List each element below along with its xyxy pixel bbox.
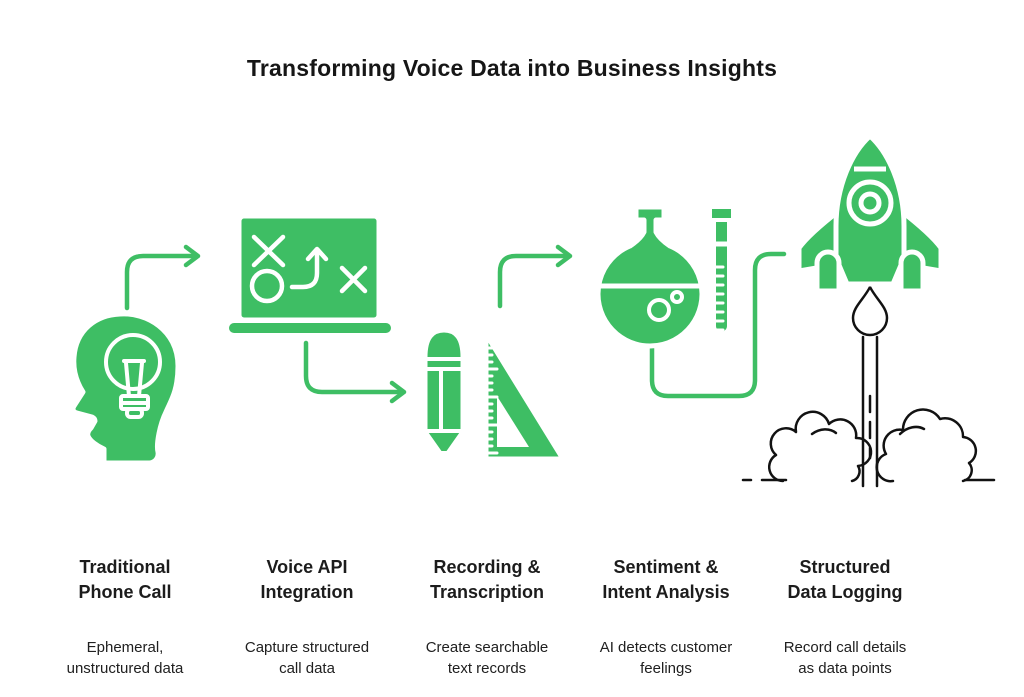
flask-testtube-icon	[595, 204, 735, 349]
stage-title-5: Structured Data Logging	[787, 557, 903, 602]
stage-label-4: Sentiment & Intent Analysis AI detects c…	[571, 537, 761, 697]
x-mark-large	[251, 234, 286, 268]
flow-arrow-2	[303, 340, 407, 404]
bubble-small	[670, 290, 684, 304]
stage-title-4: Sentiment & Intent Analysis	[602, 557, 730, 602]
circle-mark	[249, 268, 285, 304]
stage-label-5: Structured Data Logging Record call deta…	[750, 537, 940, 697]
laptop-screen	[236, 213, 382, 323]
cloud-right	[875, 408, 978, 483]
rocket-leg-right	[898, 249, 926, 294]
flask	[595, 204, 705, 349]
laptop-strategy-icon	[225, 213, 395, 337]
rocket-launch-icon	[741, 133, 996, 488]
stage-description-5: Record call details as data points	[783, 639, 907, 677]
stage-description-1: Ephemeral, unstructured data	[66, 639, 184, 677]
pencil-setsquare-icon	[422, 327, 566, 462]
porthole-outer	[846, 179, 894, 227]
pencil-lines	[423, 357, 465, 433]
flame-outline	[851, 285, 889, 337]
lightbulb-icon	[104, 333, 162, 419]
stage-label-2: Voice API Integration Capture structured…	[212, 537, 402, 697]
stage-label-1: Traditional Phone Call Ephemeral, unstru…	[30, 537, 220, 697]
porthole-inner	[858, 191, 882, 215]
stage-description-2: Capture structured call data	[244, 639, 370, 677]
stage-title-1: Traditional Phone Call	[78, 557, 172, 602]
cloud-left	[767, 410, 873, 483]
cloud-left-detail	[810, 428, 838, 436]
speed-dashes	[824, 295, 914, 325]
flow-connector-4	[649, 251, 787, 399]
strategy-doodles	[249, 234, 368, 304]
testtube-ticks	[714, 265, 725, 332]
pencil-tip	[439, 451, 449, 459]
rocket-exhaust	[741, 285, 996, 488]
pencil	[422, 327, 466, 462]
stage-title-2: Voice API Integration	[260, 557, 354, 602]
page-title: Transforming Voice Data into Business In…	[246, 55, 778, 81]
bubble-large	[647, 298, 671, 322]
head-lightbulb-icon	[70, 311, 181, 466]
flow-arrow-3	[497, 244, 573, 309]
curved-arrow-up	[289, 246, 329, 290]
ruler-ticks	[484, 339, 499, 455]
flow-arrow-1	[124, 244, 201, 311]
stage-label-3: Recording & Transcription Create searcha…	[392, 537, 582, 697]
laptop-base	[225, 319, 395, 337]
x-mark-small	[339, 265, 368, 294]
cloud-right-detail	[898, 425, 926, 436]
stage-title-3: Recording & Transcription	[429, 557, 545, 602]
stage-description-3: Create searchable text records	[425, 639, 549, 677]
rocket-leg-left	[814, 249, 842, 294]
stage-description-4: AI detects customer feelings	[599, 639, 733, 677]
set-square-hole	[497, 396, 529, 447]
